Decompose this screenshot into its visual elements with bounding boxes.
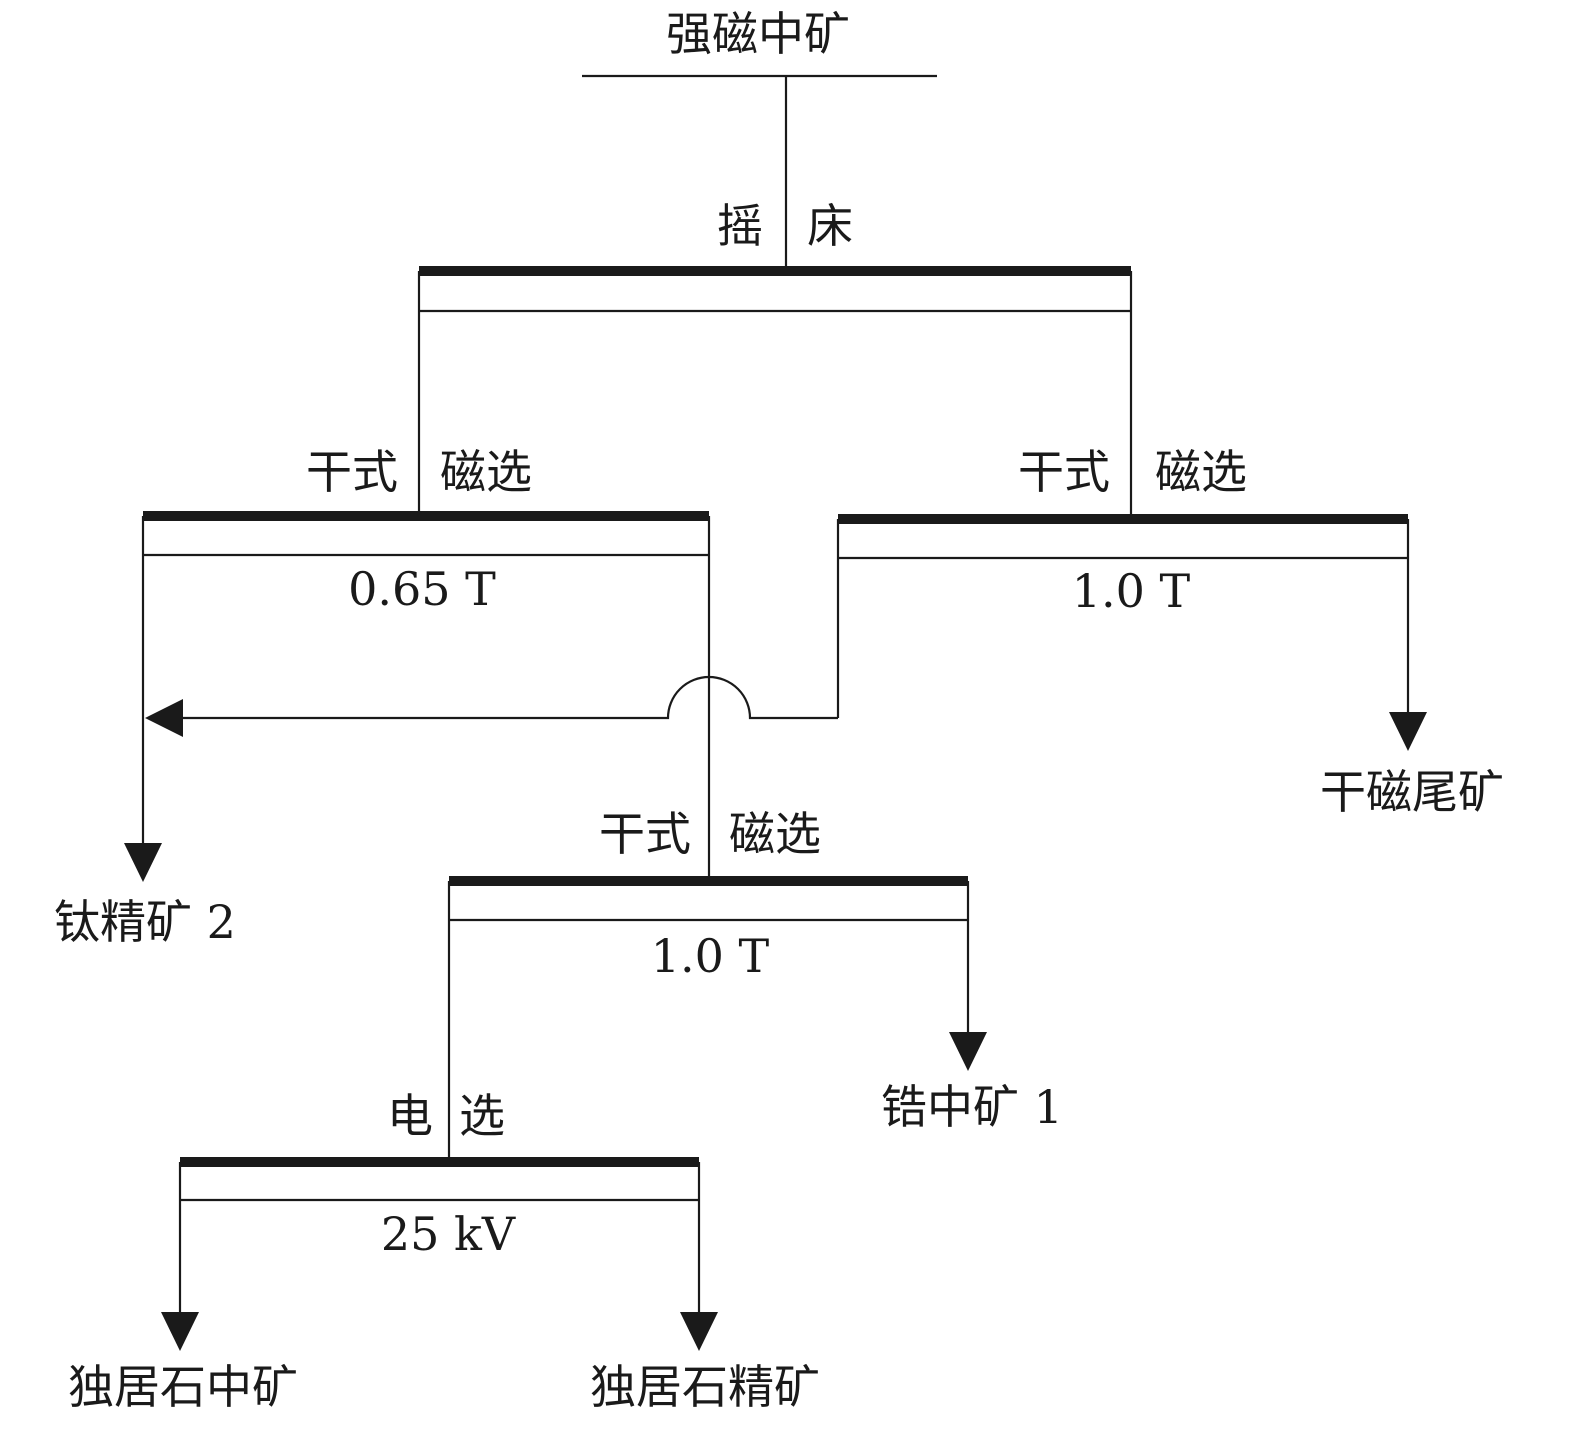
table-label-left: 摇: [717, 199, 763, 253]
product-mon-conc: 独居石精矿: [590, 1360, 820, 1414]
arrow-ti-conc: [124, 843, 162, 882]
mag-b-label-right: 磁选: [1155, 445, 1247, 499]
mag-a-param: 0.65 T: [348, 562, 496, 616]
mag-c-label-right: 磁选: [729, 807, 821, 861]
mag-c-box: [447, 876, 970, 1162]
mag-b-param: 1.0 T: [1072, 564, 1191, 618]
arrow-mon-conc: [680, 1312, 718, 1351]
elec-label-left: 电: [387, 1089, 433, 1143]
arrow-zr-mid: [949, 1032, 987, 1071]
elec-label-right: 选: [459, 1089, 505, 1143]
table-label-right: 床: [807, 199, 853, 253]
arrow-dry-tail: [1389, 712, 1427, 751]
product-dry-tail: 干磁尾矿: [1320, 765, 1504, 819]
elec-param: 25 kV: [381, 1207, 516, 1261]
mag-c-param: 1.0 T: [651, 929, 770, 983]
mag-b-box: [836, 514, 1410, 718]
mag-a-label-left: 干式: [306, 445, 398, 499]
arrow-recycle: [145, 699, 183, 737]
arrow-mon-mid: [161, 1312, 199, 1351]
mag-a-label-right: 磁选: [440, 445, 532, 499]
mag-a-box: [141, 511, 711, 881]
recycle-line: [183, 675, 838, 720]
mag-c-label-left: 干式: [599, 807, 691, 861]
shaking-table-box: [417, 266, 1133, 519]
feed-label: 强磁中矿: [666, 7, 850, 61]
product-mon-mid: 独居石中矿: [68, 1360, 298, 1414]
elec-box: [178, 1157, 701, 1315]
mag-b-label-left: 干式: [1018, 445, 1110, 499]
product-ti-conc: 钛精矿 2: [54, 895, 236, 949]
product-zr-mid: 锆中矿 1: [881, 1080, 1063, 1134]
